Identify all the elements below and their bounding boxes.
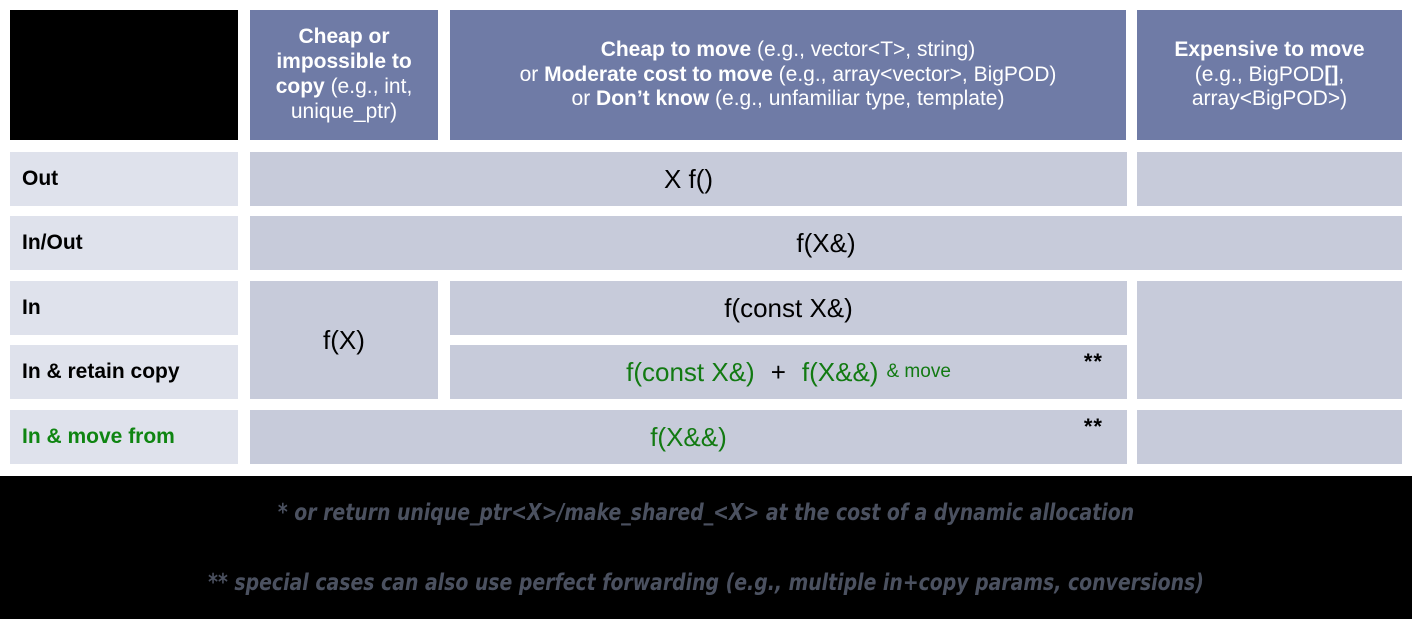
footnote-marker-double: **: [1083, 349, 1103, 374]
cell-in-expensive: [1137, 281, 1402, 399]
footer-panel: * or return unique_ptr<X>/make_shared_<X…: [0, 476, 1412, 619]
footnote-double-star: ** special cases can also use perfect fo…: [208, 570, 1204, 596]
header-line: (e.g., BigPOD[],: [1194, 62, 1345, 86]
cell-in-move-from-main: f(X&&) **: [250, 410, 1127, 464]
retain-copy-rvalue-ref: f(X&&): [801, 356, 879, 387]
header-line: array<BigPOD>): [1191, 87, 1348, 111]
header-line: copy (e.g., int,: [275, 75, 413, 98]
retain-copy-const-ref: f(const X&): [626, 356, 755, 387]
row-label-in-out: In/Out: [10, 216, 238, 270]
header-corner-box: [10, 10, 238, 140]
row-label-out: Out: [10, 152, 238, 206]
cell-in-retain-copy-main: f(const X&) + f(X&&) & move **: [450, 345, 1127, 399]
header-line: Cheap or: [298, 25, 390, 49]
move-from-rvalue-ref: f(X&&): [650, 421, 727, 452]
row-label-in-move-from: In & move from: [10, 410, 238, 464]
footnote-marker-double: **: [1083, 414, 1103, 439]
header-line: unique_ptr): [290, 99, 398, 123]
header-line: Expensive to move: [1174, 37, 1365, 61]
header-line: or Don’t know (e.g., unfamiliar type, te…: [571, 87, 1005, 111]
retain-copy-plus: +: [770, 356, 786, 387]
cell-out-main: X f(): [250, 152, 1127, 206]
cell-out-expensive: [1137, 152, 1402, 206]
header-cheap-to-move: Cheap to move (e.g., vector<T>, string) …: [450, 10, 1126, 140]
row-label-in: In: [10, 281, 238, 335]
retain-copy-and-move: & move: [886, 360, 951, 382]
header-line: or Moderate cost to move (e.g., array<ve…: [519, 62, 1057, 86]
footnote-single-star: * or return unique_ptr<X>/make_shared_<X…: [277, 500, 1135, 526]
cell-in-out-all: f(X&): [250, 216, 1402, 270]
header-line: impossible to: [276, 50, 412, 74]
header-expensive-to-move: Expensive to move (e.g., BigPOD[], array…: [1137, 10, 1402, 140]
header-cheap-or-impossible-to-copy: Cheap or impossible to copy (e.g., int, …: [250, 10, 438, 140]
cell-in-cheap-copy: f(X): [250, 281, 438, 399]
header-line: Cheap to move (e.g., vector<T>, string): [600, 37, 976, 61]
row-label-in-retain-copy: In & retain copy: [10, 345, 238, 399]
cell-in-main: f(const X&): [450, 281, 1127, 335]
cell-in-move-from-expensive: [1137, 410, 1402, 464]
